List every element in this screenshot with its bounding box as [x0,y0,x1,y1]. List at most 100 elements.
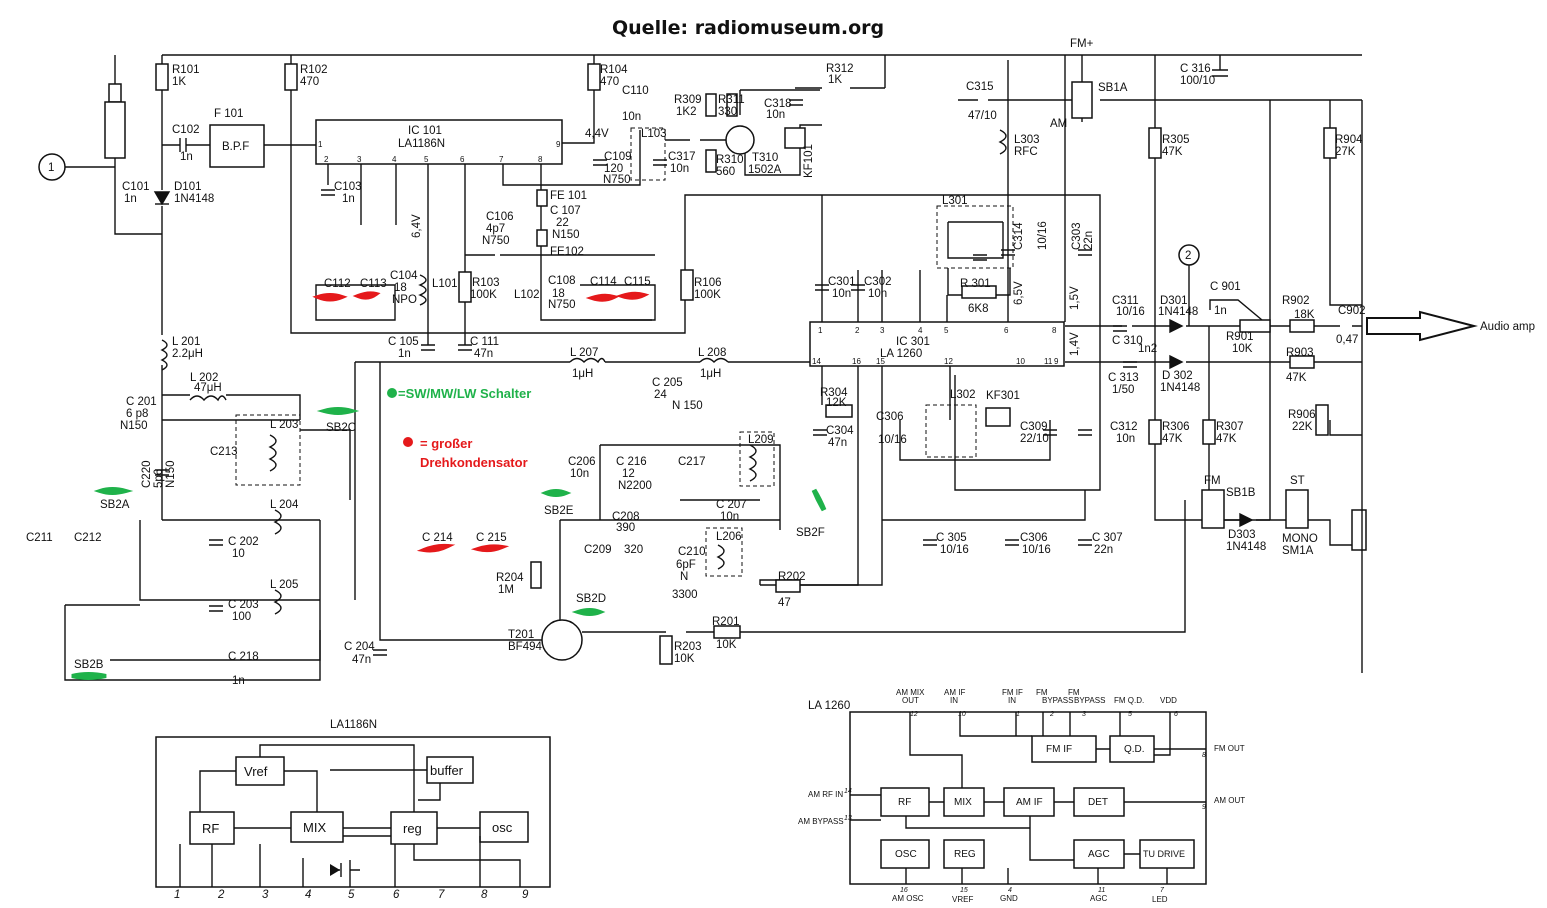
part-label-r106b: 100K [694,289,721,301]
part-label-c113: C113 [360,278,387,290]
part-label-c902b: 0,47 [1336,334,1358,346]
part-label-c101a: C101 [122,181,150,193]
la1260-osc: OSC [895,849,917,860]
part-label-c310b: 1n2 [1138,343,1157,355]
part-label-v44: 4,4V [585,128,609,140]
part-label-r204a: R204 [496,572,524,584]
part-label-c901a: C 901 [1210,281,1241,293]
ic301-pin-8: 8 [1052,326,1057,335]
ic301-pin-2: 2 [855,326,860,335]
la1260-reg: REG [954,849,976,860]
part-label-r102b: 470 [300,76,319,88]
highlight-markers [71,291,827,680]
la1186n-reg: reg [403,821,422,836]
la1186n-pin-5: 5 [348,889,355,901]
la1186n-pin-8: 8 [481,889,488,901]
la1186n-mix: MIX [303,820,326,835]
part-label-c306xa: C306 [1020,532,1048,544]
part-label-r202a: R202 [778,571,806,583]
part-label-c303b: 22n [1083,231,1095,250]
la1260-top-3-pin: 2 [1049,711,1054,718]
part-label-r203b: 10K [674,653,695,665]
part-label-c103a: C103 [334,181,362,193]
legend-red-dot [403,437,413,447]
part-label-c214: C 214 [422,532,453,544]
part-label-c216c: N2200 [618,480,652,492]
la1260-top-0-line2: OUT [902,696,919,705]
part-label-c107a: C 107 [550,205,581,217]
part-label-d302a: D 302 [1162,370,1193,382]
part-label-c109b: 120 [604,163,623,175]
part-label-d303a: D303 [1228,529,1256,541]
part-label-r312b: 1K [828,74,842,86]
la1186n-pin-2: 2 [217,889,225,901]
part-label-r103a: R103 [472,277,500,289]
part-label-l301: L301 [942,195,968,207]
part-label-c314b: 10/16 [1037,221,1049,250]
part-label-sb2d: SB2D [576,593,606,605]
part-label-c201c: N150 [120,420,148,432]
part-label-r104b: 470 [600,76,619,88]
part-label-sb2a: SB2A [100,499,130,511]
part-label-c314a: C314 [1013,222,1025,250]
part-label-l208a: L 208 [698,347,726,359]
legend-green-dot [387,388,397,398]
red-marker-c215 [470,544,510,553]
la1260-bottom-3-pin: 11 [1098,887,1105,894]
part-label-c209: C209 [584,544,612,556]
la1260-right-1: AM OUT [1214,796,1245,805]
part-label-c312a: C312 [1110,421,1138,433]
green-marker-sb2e [540,489,572,497]
part-label-c204b: 47n [352,654,371,666]
part-label-c203a: C 203 [228,599,259,611]
la1260-top-4-pin: 3 [1082,711,1086,718]
ic301-part: LA 1260 [880,348,922,360]
part-label-r305a: R305 [1162,134,1190,146]
part-label-r902a: R902 [1282,295,1310,307]
part-label-r901a: R901 [1226,331,1254,343]
part-label-v14: 1,4V [1069,332,1081,356]
la1260-right-0: FM OUT [1214,744,1245,753]
ic101-name: IC 101 [408,125,442,137]
part-label-r906b: 22K [1292,421,1313,433]
part-label-c203b: 100 [232,611,251,623]
part-label-r102a: R102 [300,64,328,76]
part-label-c311b: 10/16 [1116,306,1145,318]
ic301-pin-4: 4 [918,326,923,335]
part-label-n3300: 3300 [672,589,698,601]
la1186n-vref: Vref [244,764,268,779]
part-label-c311a: C311 [1112,295,1139,307]
part-label-l202a: L 202 [190,372,218,384]
part-label-c304b: 47n [828,437,847,449]
red-marker-c112 [312,293,348,302]
la1260-top-5-pin: 5 [1128,711,1132,718]
capacitor-symbol [815,284,829,291]
la1260-top-1-pin: 10 [958,711,966,718]
part-label-sb2f: SB2F [796,527,825,539]
part-label-f101: F 101 [214,108,243,120]
part-label-l102: L102 [514,289,540,301]
part-label-r903a: R903 [1286,347,1314,359]
part-label-r307b: 47K [1216,433,1237,445]
part-label-sb2c: SB2C [326,422,356,434]
la1186n-osc: osc [492,820,513,835]
la1186n-pin-1: 1 [174,889,180,901]
capacitor-symbol [1043,429,1057,436]
part-label-c205b: 24 [654,389,667,401]
ic101-pin-3: 3 [357,155,362,164]
part-label-c301a: C301 [828,276,856,288]
part-label-c305a: C 305 [936,532,967,544]
part-label-c220b: 5p6 [153,469,165,488]
part-label-c108a: C108 [548,275,576,287]
part-label-r904b: 27K [1335,146,1356,158]
capacitor-symbol [1078,539,1092,546]
part-label-r304b: 12K [826,397,847,409]
fm-plus-label: FM+ [1070,38,1094,50]
part-label-c316a: C 316 [1180,63,1211,75]
part-label-l201b: 2.2μH [172,348,203,360]
part-label-c109a: C109 [604,151,632,163]
part-label-kf101: KF101 [803,144,815,178]
part-label-c301b: 10n [832,288,851,300]
la1260-title: LA 1260 [808,700,850,712]
part-label-r901b: 10K [1232,343,1253,355]
